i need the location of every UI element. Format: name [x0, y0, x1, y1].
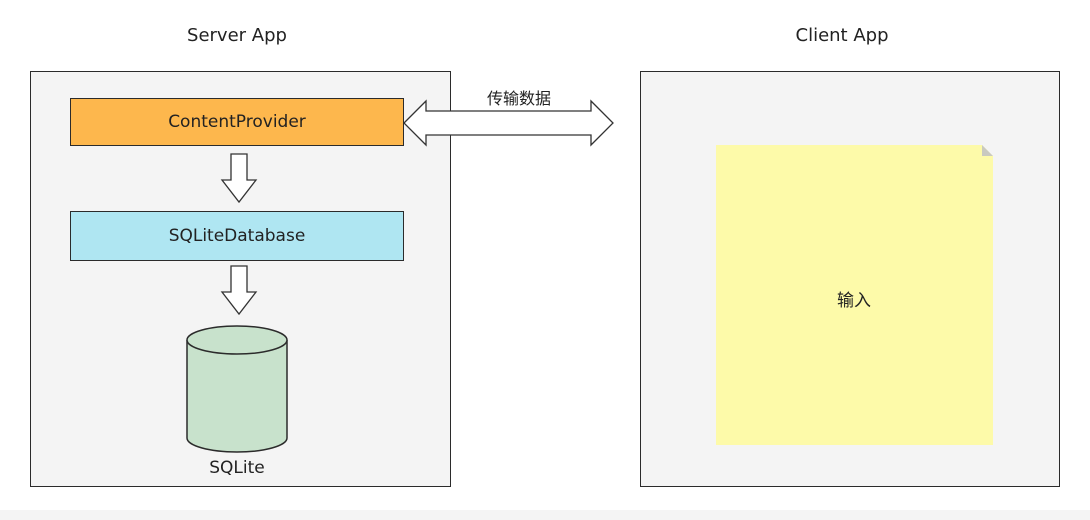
bottom-strip	[0, 510, 1090, 520]
server-app-title: Server App	[187, 25, 287, 46]
sqlite-database-box: SQLiteDatabase	[70, 211, 404, 261]
down-arrow-icon	[220, 153, 258, 204]
transfer-data-label: 传输数据	[486, 89, 551, 108]
down-arrow-icon	[220, 265, 258, 316]
sqlite-cylinder-icon	[186, 325, 288, 453]
note-input-label: 输入	[837, 291, 871, 311]
content-provider-box: ContentProvider	[70, 98, 404, 146]
sticky-note-icon	[716, 145, 993, 445]
client-app-title: Client App	[795, 25, 889, 46]
sqlite-label: SQLite	[209, 458, 265, 478]
double-arrow-icon	[403, 99, 614, 147]
